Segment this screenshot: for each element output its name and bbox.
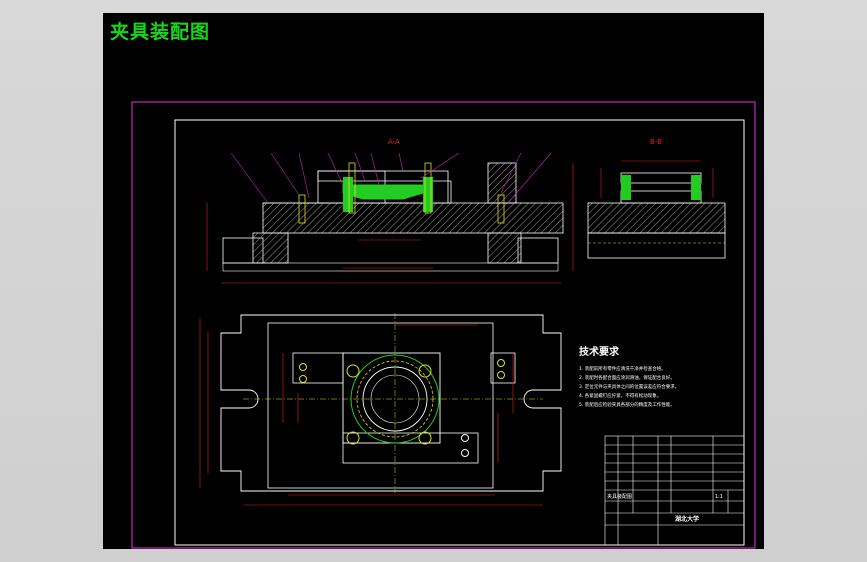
technical-requirements: 技术要求 1. 装配前所有零件应清洗干净并检查合格。 2. 装配时各配合面应涂润…	[579, 345, 679, 408]
drawing-border	[174, 119, 745, 546]
section-label-bb: B-B	[650, 138, 662, 146]
title-block	[604, 435, 745, 546]
drawing-canvas[interactable]: 夹具装配图 A-A	[103, 13, 764, 549]
section-view-bb: B-B	[587, 138, 726, 259]
title-block-school: 湖北大学	[675, 515, 699, 523]
plan-view	[199, 313, 562, 506]
tech-note-5: 5. 装配后应检验夹具各部分的精度及工作性能。	[579, 401, 675, 408]
cad-drawing: A-A	[131, 101, 756, 549]
tech-note-1: 1. 装配前所有零件应清洗干净并检查合格。	[579, 365, 666, 372]
tech-note-3: 3. 定位元件与夹具体之间的位置误差应符合要求。	[579, 383, 679, 390]
title-block-name: 夹具装配图	[607, 493, 632, 500]
section-view-aa: A-A	[206, 138, 574, 284]
section-label-aa: A-A	[388, 138, 400, 146]
tech-note-2: 2. 装配时各配合面应涂润滑油，保证配合良好。	[579, 374, 675, 381]
sheet-frame	[131, 101, 756, 549]
title-block-scale: 1:1	[715, 494, 723, 500]
tech-title: 技术要求	[579, 345, 620, 358]
drawing-title: 夹具装配图	[110, 21, 211, 43]
tech-note-4: 4. 各紧固螺钉应拧紧，不得有松动现象。	[579, 392, 661, 399]
